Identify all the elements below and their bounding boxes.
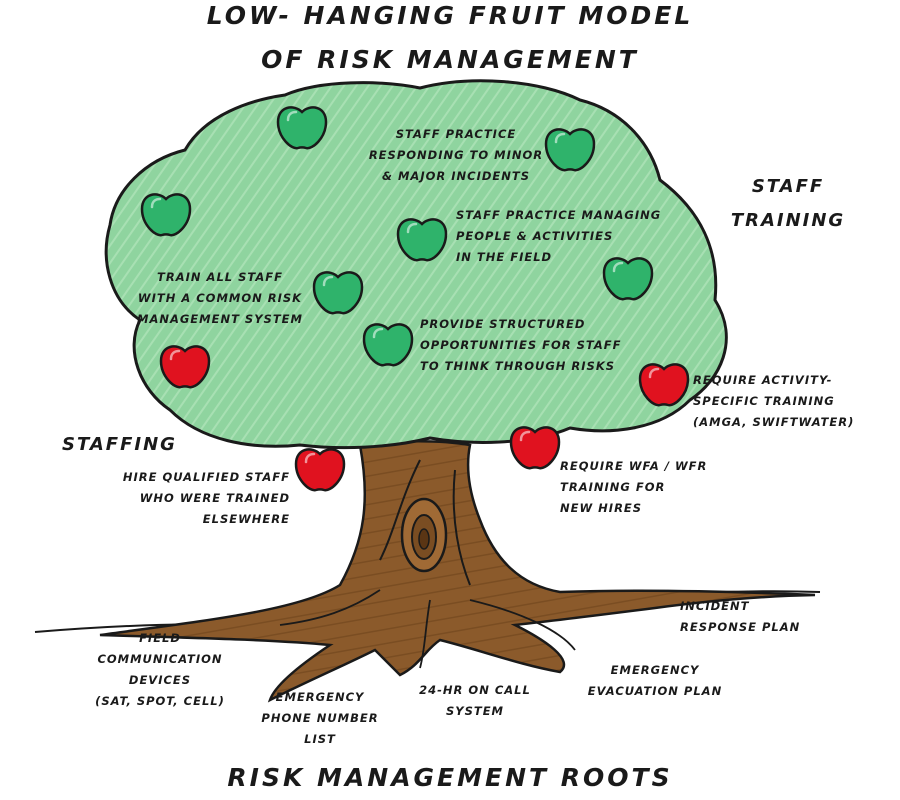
label-line: STAFF PRACTICE MANAGING bbox=[456, 208, 662, 222]
red-apple-icon bbox=[509, 426, 561, 470]
green-apple-icon bbox=[362, 323, 414, 367]
section-line: STAFF bbox=[751, 176, 825, 197]
label-line: DEVICES bbox=[128, 673, 192, 687]
apple-highlight bbox=[648, 367, 660, 379]
label-phone-list: EMERGENCY PHONE NUMBER LIST bbox=[245, 687, 395, 750]
green-apple-icon bbox=[602, 257, 654, 301]
label-line: IN THE FIELD bbox=[456, 250, 553, 264]
red-apple-icon bbox=[638, 363, 690, 407]
label-evacuation: EMERGENCY EVACUATION PLAN bbox=[570, 660, 740, 702]
label-line: PROVIDE STRUCTURED bbox=[420, 317, 586, 331]
label-hire-qualified: HIRE QUALIFIED STAFF WHO WERE TRAINED EL… bbox=[90, 467, 290, 530]
label-line: OPPORTUNITIES FOR STAFF bbox=[420, 338, 622, 352]
tree-trunk bbox=[99, 440, 816, 703]
label-line: (SAT, SPOT, CELL) bbox=[95, 694, 225, 708]
label-line: WITH A COMMON RISK bbox=[137, 291, 303, 305]
label-line: RESPONDING TO MINOR bbox=[368, 148, 544, 162]
red-apple-icon bbox=[159, 345, 211, 389]
red-apple-icon bbox=[294, 448, 346, 492]
label-line: NEW HIRES bbox=[560, 501, 643, 515]
label-line: REQUIRE WFA / WFR bbox=[560, 459, 708, 473]
label-line: PEOPLE & ACTIVITIES bbox=[456, 229, 614, 243]
label-line: SPECIFIC TRAINING bbox=[693, 394, 835, 408]
green-apple-icon bbox=[312, 271, 364, 315]
label-line: WHO WERE TRAINED bbox=[139, 491, 290, 505]
label-practice-incidents: STAFF PRACTICE RESPONDING TO MINOR & MAJ… bbox=[356, 124, 556, 187]
apples-group bbox=[140, 106, 690, 492]
apple-highlight bbox=[150, 197, 162, 209]
label-line: INCIDENT bbox=[680, 599, 750, 613]
label-incident-plan: INCIDENT RESPONSE PLAN bbox=[680, 596, 800, 638]
label-line: TRAINING FOR bbox=[560, 480, 666, 494]
apple-highlight bbox=[612, 261, 624, 273]
title-line: OF RISK MANAGEMENT bbox=[261, 45, 639, 74]
label-line: REQUIRE ACTIVITY- bbox=[693, 373, 833, 387]
title-line: LOW- HANGING FRUIT MODEL bbox=[206, 1, 694, 30]
apple-highlight bbox=[322, 275, 334, 287]
label-line: COMMUNICATION bbox=[97, 652, 223, 666]
apple-highlight bbox=[169, 349, 181, 361]
label-structured-opps: PROVIDE STRUCTURED OPPORTUNITIES FOR STA… bbox=[420, 314, 621, 377]
trunk-bark-line bbox=[279, 589, 381, 626]
apple-highlight bbox=[304, 452, 316, 464]
apple-highlight bbox=[554, 132, 566, 144]
label-line: ELSEWHERE bbox=[202, 512, 290, 526]
label-line: TRAIN ALL STAFF bbox=[157, 270, 283, 284]
label-practice-managing: STAFF PRACTICE MANAGING PEOPLE & ACTIVIT… bbox=[456, 205, 661, 268]
green-apple-icon bbox=[140, 193, 192, 237]
section-line: TRAINING bbox=[730, 210, 846, 231]
staff-training-heading: STAFF TRAINING bbox=[718, 170, 858, 238]
label-line: STAFF PRACTICE bbox=[395, 127, 517, 141]
label-line: MANAGEMENT SYSTEM bbox=[137, 312, 303, 326]
label-on-call: 24-HR ON CALL SYSTEM bbox=[400, 680, 550, 722]
apple-highlight bbox=[406, 222, 418, 234]
label-line: PHONE NUMBER bbox=[261, 711, 379, 725]
label-line: LIST bbox=[304, 732, 336, 746]
section-line: STAFFING bbox=[62, 434, 177, 455]
staffing-heading: STAFFING bbox=[62, 434, 177, 455]
label-train-all: TRAIN ALL STAFF WITH A COMMON RISK MANAG… bbox=[120, 267, 320, 330]
green-apple-icon bbox=[396, 218, 448, 262]
apple-highlight bbox=[286, 110, 298, 122]
diagram-title: LOW- HANGING FRUIT MODEL OF RISK MANAGEM… bbox=[0, 0, 900, 82]
label-line: HIRE QUALIFIED STAFF bbox=[122, 470, 290, 484]
footer-title-text: RISK MANAGEMENT ROOTS bbox=[227, 763, 673, 792]
label-line: SYSTEM bbox=[445, 704, 505, 718]
label-line: EMERGENCY bbox=[275, 690, 365, 704]
trunk-bark-line bbox=[419, 599, 431, 669]
trunk-bark-line bbox=[452, 469, 471, 586]
apple-highlight bbox=[372, 327, 384, 339]
label-line: EMERGENCY bbox=[610, 663, 700, 677]
label-line: & MAJOR INCIDENTS bbox=[381, 169, 531, 183]
apple-highlight bbox=[519, 430, 531, 442]
trunk-knot bbox=[400, 497, 448, 573]
footer-title: RISK MANAGEMENT ROOTS bbox=[0, 756, 900, 800]
label-line: 24-HR ON CALL bbox=[419, 683, 531, 697]
label-line: EVACUATION PLAN bbox=[587, 684, 723, 698]
label-line: RESPONSE PLAN bbox=[680, 620, 801, 634]
label-line: (AMGA, SWIFTWATER) bbox=[693, 415, 855, 429]
label-activity-training: REQUIRE ACTIVITY- SPECIFIC TRAINING (AMG… bbox=[693, 370, 854, 433]
label-field-comm: FIELD COMMUNICATION DEVICES (SAT, SPOT, … bbox=[80, 628, 240, 712]
label-line: TO THINK THROUGH RISKS bbox=[420, 359, 616, 373]
tree-canopy bbox=[104, 79, 728, 450]
label-line: FIELD bbox=[139, 631, 181, 645]
trunk-bark-line bbox=[379, 459, 421, 561]
green-apple-icon bbox=[544, 128, 596, 172]
green-apple-icon bbox=[276, 106, 328, 150]
label-wfa-wfr: REQUIRE WFA / WFR TRAINING FOR NEW HIRES bbox=[560, 456, 707, 519]
trunk-bark-line bbox=[469, 599, 576, 651]
